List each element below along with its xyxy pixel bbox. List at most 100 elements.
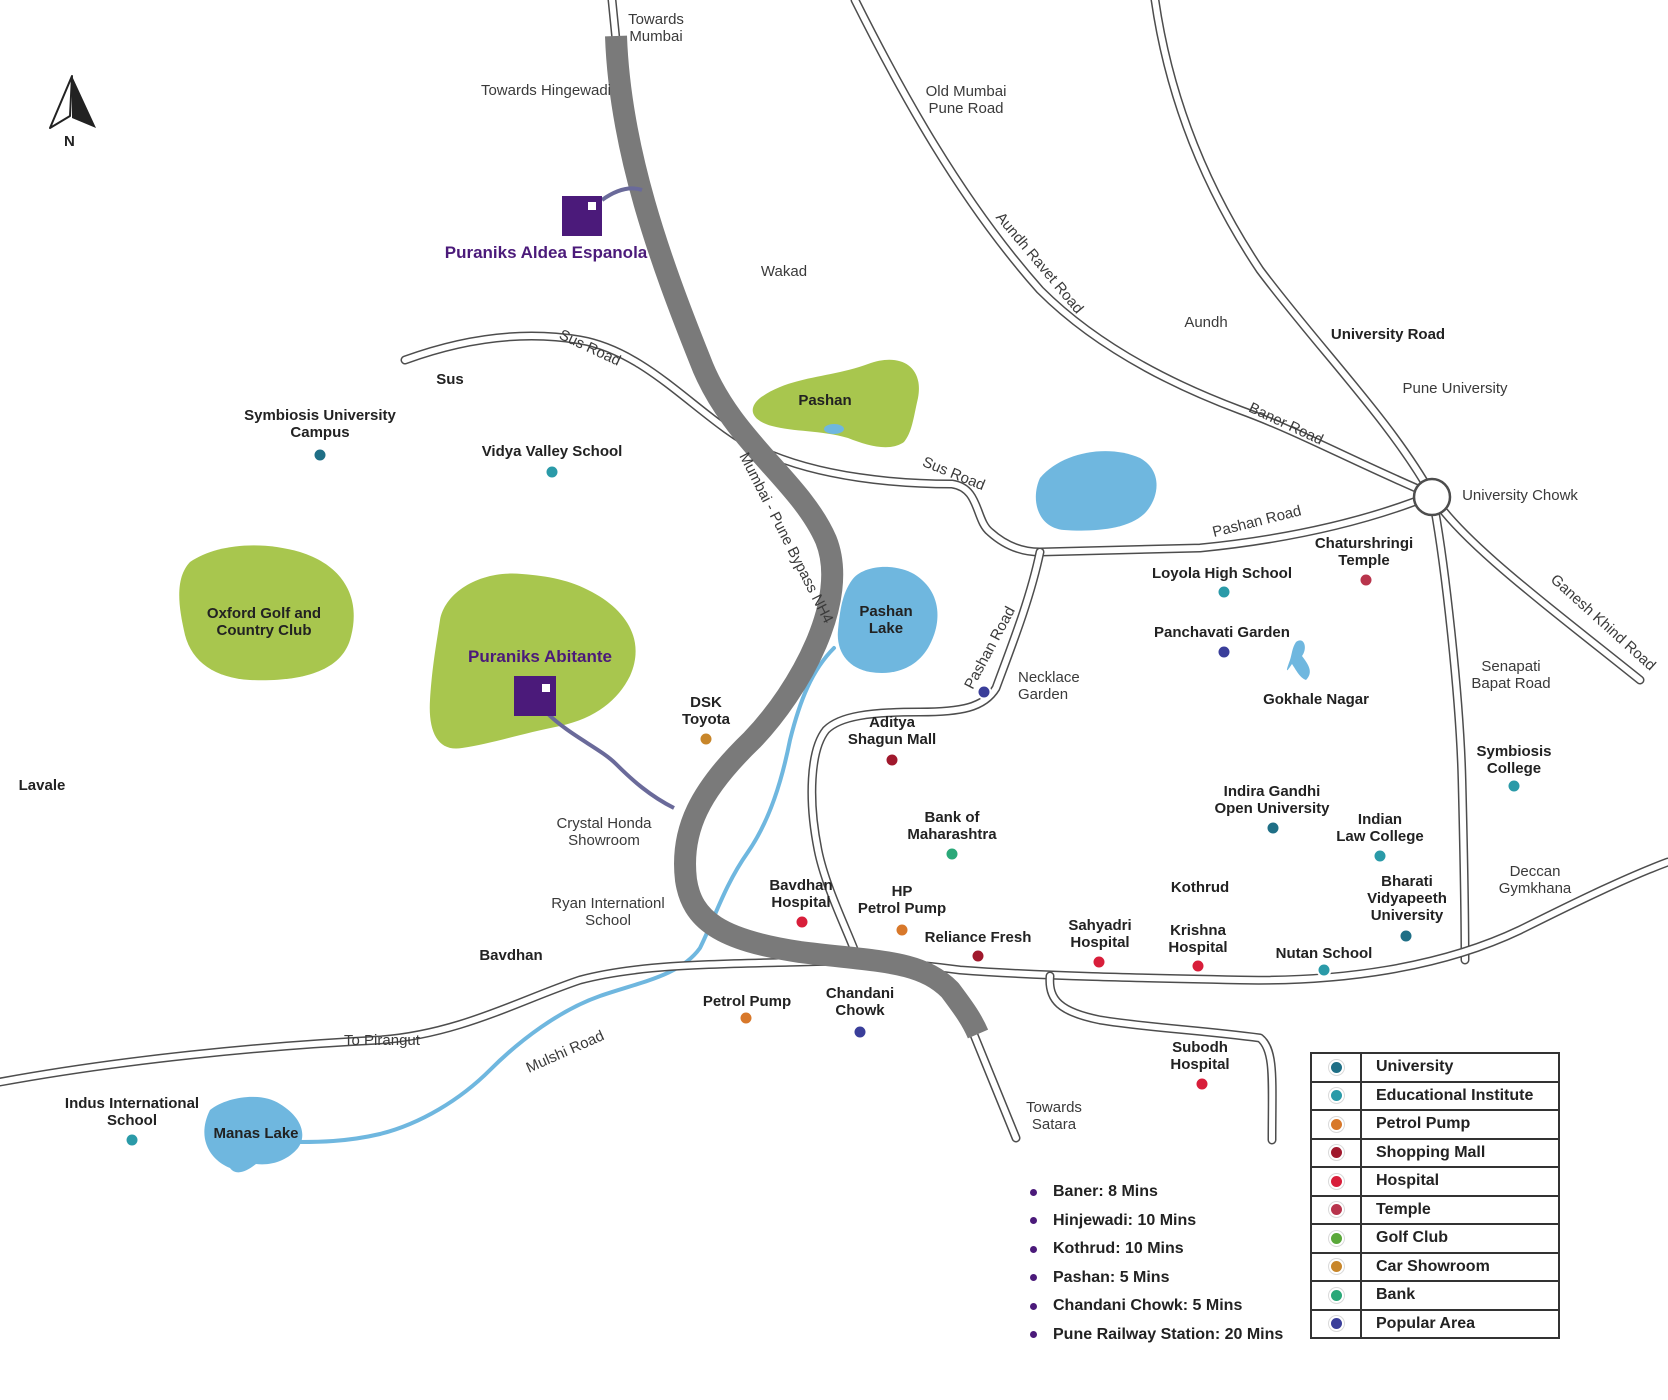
poi-marker-icon[interactable] <box>794 914 810 930</box>
road-label: Towards Hingewadi <box>481 82 611 99</box>
poi-marker-icon[interactable] <box>852 1024 868 1040</box>
poi-marker-icon[interactable] <box>884 752 900 768</box>
area-label: Sus <box>436 371 464 388</box>
poi-marker-icon[interactable] <box>976 684 992 700</box>
abitante-marker[interactable] <box>514 676 556 716</box>
legend-icon-cell <box>1312 1054 1362 1081</box>
poi-marker-icon[interactable] <box>1216 584 1232 600</box>
bullet-icon <box>1030 1217 1037 1225</box>
travel-time-item: Pashan: 5 Mins <box>1030 1264 1283 1293</box>
legend-row: Educational Institute <box>1312 1082 1558 1111</box>
poi-marker-icon[interactable] <box>698 731 714 747</box>
legend-marker-icon <box>1328 1202 1344 1218</box>
legend-row: Temple <box>1312 1196 1558 1225</box>
road-label: Aundh Ravet Road <box>992 209 1087 317</box>
poi-marker-icon[interactable] <box>894 922 910 938</box>
travel-time-text: Chandani Chowk: 5 Mins <box>1053 1297 1243 1315</box>
road-label: Mulshi Road <box>524 1027 607 1076</box>
legend-marker-icon <box>1328 1059 1344 1075</box>
poi-marker-icon[interactable] <box>1216 644 1232 660</box>
poi-marker-icon[interactable] <box>1190 958 1206 974</box>
gokhale-pond <box>1286 640 1310 680</box>
poi-marker-icon[interactable] <box>738 1010 754 1026</box>
road-label: Baner Road <box>1246 399 1326 448</box>
compass-label: N <box>64 133 75 150</box>
manas-lake-shape <box>204 1096 303 1173</box>
bullet-icon <box>1030 1245 1037 1253</box>
bullet-icon <box>1030 1188 1037 1196</box>
poi-marker-icon[interactable] <box>1265 820 1281 836</box>
university-chowk-roundabout <box>1412 477 1452 517</box>
bypass-highway <box>605 35 989 1039</box>
poi-marker-icon[interactable] <box>312 447 328 463</box>
area-label: Pune University <box>1402 380 1508 397</box>
legend-row: University <box>1312 1054 1558 1083</box>
legend-row: Bank <box>1312 1282 1558 1311</box>
legend-label: Shopping Mall <box>1376 1143 1486 1161</box>
area-label: Gokhale Nagar <box>1263 691 1369 708</box>
oxford-golf-area <box>179 545 354 681</box>
legend-marker-icon <box>1328 1230 1344 1246</box>
poi-marker-icon[interactable] <box>944 846 960 862</box>
travel-time-item: Kothrud: 10 Mins <box>1030 1235 1283 1264</box>
compass-north-icon <box>49 75 96 129</box>
poi-marker-icon[interactable] <box>1194 1076 1210 1092</box>
poi-marker-icon[interactable] <box>544 464 560 480</box>
poi-marker-icon[interactable] <box>1316 962 1332 978</box>
project-label: Puraniks Abitante <box>468 647 612 666</box>
legend-label: Car Showroom <box>1376 1257 1490 1275</box>
travel-time-text: Pashan: 5 Mins <box>1053 1268 1170 1286</box>
legend-row: Popular Area <box>1312 1310 1558 1337</box>
road-label: University Road <box>1331 326 1445 343</box>
legend-label: Golf Club <box>1376 1229 1448 1247</box>
pashan-pond <box>824 424 844 434</box>
area-label: Manas Lake <box>213 1125 298 1142</box>
poi-marker-icon[interactable] <box>1091 954 1107 970</box>
road-label: University Chowk <box>1462 487 1578 504</box>
legend-marker-icon <box>1328 1145 1344 1161</box>
poi-marker-icon[interactable] <box>124 1132 140 1148</box>
legend-marker-icon <box>1328 1116 1344 1132</box>
legend-label: Petrol Pump <box>1376 1115 1471 1133</box>
area-label: Pashan <box>798 392 851 409</box>
poi-marker-icon[interactable] <box>1372 848 1388 864</box>
poi-marker-icon[interactable] <box>1358 572 1374 588</box>
travel-time-text: Hinjewadi: 10 Mins <box>1053 1211 1197 1229</box>
legend-icon-cell <box>1312 1196 1362 1223</box>
poi-marker-icon[interactable] <box>970 948 986 964</box>
legend-icon-cell <box>1312 1139 1362 1166</box>
poi-marker-icon[interactable] <box>1398 928 1414 944</box>
poi-label: Nutan School <box>1276 945 1373 962</box>
poi-label: Panchavati Garden <box>1154 624 1290 641</box>
aldea-espanola-marker[interactable] <box>562 196 602 236</box>
bullet-icon <box>1030 1331 1037 1339</box>
legend-marker-icon <box>1328 1316 1344 1332</box>
legend-icon-cell <box>1312 1082 1362 1109</box>
abitante-green-area <box>429 573 636 749</box>
legend-marker-icon <box>1328 1287 1344 1303</box>
poi-marker-icon[interactable] <box>1506 778 1522 794</box>
pashan-green-area <box>752 359 919 448</box>
aldea-connector <box>600 186 643 202</box>
river <box>298 646 836 1144</box>
legend-row: Car Showroom <box>1312 1253 1558 1282</box>
poi-markers <box>124 447 1522 1148</box>
